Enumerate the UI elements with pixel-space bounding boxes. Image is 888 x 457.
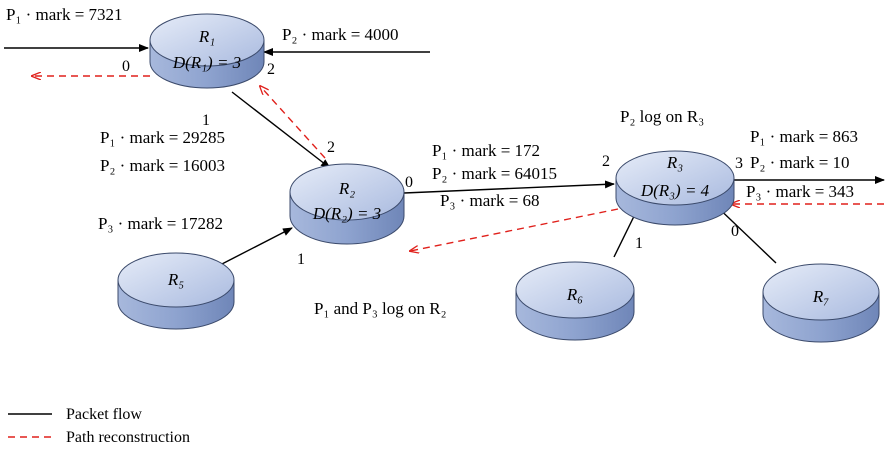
port-r3-left: 2 xyxy=(602,153,610,170)
port-r3-bottom-right: 0 xyxy=(731,223,739,240)
port-r2-top: 2 xyxy=(327,139,335,156)
r2-name: R₂ xyxy=(338,179,355,198)
note-p2-log: P₂ log on R₃ xyxy=(620,107,704,126)
router-r1[interactable] xyxy=(149,13,265,89)
port-r2-right: 0 xyxy=(405,174,413,191)
port-r1-right: 2 xyxy=(267,61,275,78)
reconstruction-paths xyxy=(32,76,884,251)
router-r7[interactable] xyxy=(762,263,880,343)
mark-r3-out-p1: P₁ · mark = 863 xyxy=(750,127,858,146)
mark-r1r2-p1: P₁ · mark = 29285 xyxy=(100,128,225,147)
r3-name: R₃ xyxy=(666,153,683,172)
r7-name: R₇ xyxy=(812,287,829,306)
legend-packet-flow: Packet flow xyxy=(66,406,142,423)
mark-r2r3-p1: P₁ · mark = 172 xyxy=(432,141,540,160)
recon-r2-r1 xyxy=(260,86,326,159)
legend: Packet flow Path reconstruction xyxy=(8,406,190,446)
r5-name: R₅ xyxy=(167,270,184,289)
r2-r3-link xyxy=(403,180,615,194)
mark-r1r2-p2: P₂ · mark = 16003 xyxy=(100,156,225,175)
router-r2[interactable] xyxy=(289,163,405,245)
port-r3-right: 3 xyxy=(735,155,743,172)
router-r5[interactable] xyxy=(117,252,235,330)
mark-r3-out-p2: P₂ · mark = 10 xyxy=(750,153,850,172)
mark-r3-out-p3: P₃ · mark = 343 xyxy=(746,182,854,201)
port-r1-left: 0 xyxy=(122,58,130,75)
r2-degree: D(R₂) = 3 xyxy=(312,204,381,223)
r3-degree: D(R₃) = 4 xyxy=(640,181,710,200)
r5-r2-link xyxy=(219,227,293,266)
r1-degree: D(R₁) = 3 xyxy=(172,53,241,72)
mark-p1-incoming: P₁ · mark = 7321 xyxy=(6,5,123,24)
mark-r2r3-p3: P₃ · mark = 68 xyxy=(440,191,540,210)
router-r3[interactable] xyxy=(615,150,735,226)
recon-r3-r2 xyxy=(410,208,619,251)
mark-p2-incoming: P₂ · mark = 4000 xyxy=(282,25,399,44)
port-r2-bottom: 1 xyxy=(297,251,305,268)
legend-path-reconstruction: Path reconstruction xyxy=(66,429,190,446)
note-p1p3-log: P₁ and P₃ log on R₂ xyxy=(314,299,447,318)
r1-name: R₁ xyxy=(198,27,215,46)
router-r6[interactable] xyxy=(515,261,635,341)
port-r1-bottom: 1 xyxy=(202,112,210,129)
port-r3-bottom-left: 1 xyxy=(635,235,643,252)
mark-r2r3-p2: P₂ · mark = 64015 xyxy=(432,164,557,183)
r1-r2-link xyxy=(231,91,331,169)
mark-p3-incoming: P₃ · mark = 17282 xyxy=(98,214,223,233)
links xyxy=(4,44,885,266)
r6-name: R₆ xyxy=(566,285,583,304)
